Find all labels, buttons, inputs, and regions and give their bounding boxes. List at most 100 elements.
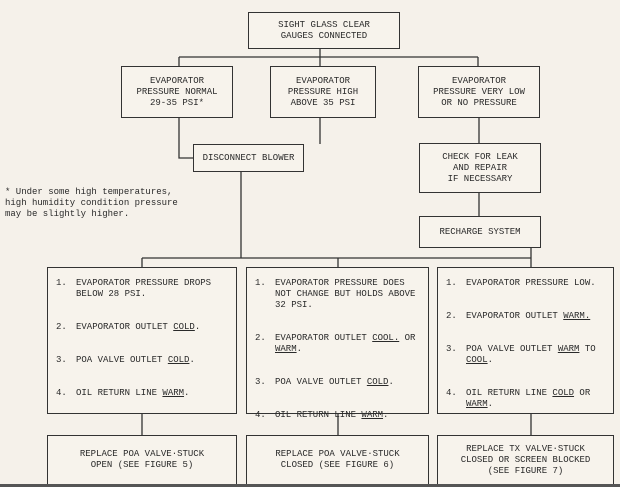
item-text-part: OIL RETURN LINE (76, 388, 163, 398)
item-emphasis: WARM (275, 344, 297, 354)
conditions-box-3: 1. EVAPORATOR PRESSURE LOW. 2. EVAPORATOR O… (437, 267, 614, 414)
item-number: 3. (56, 355, 67, 365)
branch-normal-pressure: EVAPORATOR PRESSURE NORMAL 29-35 PSI* (121, 66, 233, 118)
condition-item: 2. EVAPORATOR OUTLET COLD. (56, 322, 228, 333)
recharge-text: RECHARGE SYSTEM (439, 226, 521, 237)
item-text-part: EVAPORATOR OUTLET (76, 322, 174, 332)
item-text-part: . (296, 344, 303, 354)
item-emphasis: COOL. (372, 333, 400, 343)
check-leak-box: CHECK FOR LEAK AND REPAIR IF NECESSARY (419, 143, 541, 193)
item-text-part: POA VALVE OUTLET (275, 377, 367, 387)
item-number: 3. (446, 344, 457, 354)
disconnect-blower-box: DISCONNECT BLOWER (193, 144, 304, 172)
condition-item: 3. POA VALVE OUTLET WARM TO COOL. (446, 344, 605, 366)
item-text-part: . (487, 399, 494, 409)
item-text: EVAPORATOR OUTLET COLD. (76, 322, 200, 333)
item-number: 2. (446, 311, 457, 321)
condition-item: 1. EVAPORATOR PRESSURE DROPS BELOW 28 PSI… (56, 278, 228, 300)
check-leak-text: AND REPAIR (452, 162, 507, 173)
item-text: EVAPORATOR PRESSURE DROPS BELOW 28 PSI. (76, 278, 228, 300)
result-text: REPLACE POA VALVE·STUCK (275, 449, 400, 459)
item-text: POA VALVE OUTLET COLD. (275, 377, 394, 388)
item-text: EVAPORATOR PRESSURE DOES NOT CHANGE BUT … (275, 278, 420, 311)
item-text: EVAPORATOR OUTLET WARM. (466, 311, 590, 322)
item-number: 1. (56, 278, 67, 288)
item-number: 2. (255, 333, 266, 343)
item-text-part: . (487, 355, 494, 365)
item-text-part: EVAPORATOR PRESSURE LOW. (466, 278, 596, 288)
condition-item: 1. EVAPORATOR PRESSURE LOW. (446, 278, 605, 289)
item-text-part: OR (399, 333, 416, 343)
item-number: 2. (56, 322, 67, 332)
item-number: 4. (255, 410, 266, 420)
condition-item: 3. POA VALVE OUTLET COLD. (255, 377, 420, 388)
item-text-part: OIL RETURN LINE (466, 388, 553, 398)
branch-text: PRESSURE HIGH (287, 86, 359, 97)
start-line1: SIGHT GLASS CLEAR (278, 19, 370, 30)
item-emphasis: COLD (173, 322, 195, 332)
condition-item: 1. EVAPORATOR PRESSURE DOES NOT CHANGE BU… (255, 278, 420, 311)
item-text-part: EVAPORATOR OUTLET (466, 311, 564, 321)
item-text-part: EVAPORATOR PRESSURE DOES NOT CHANGE BUT … (275, 278, 416, 310)
branch-text: EVAPORATOR (295, 75, 350, 86)
item-emphasis: COOL (466, 355, 488, 365)
result-box-1: REPLACE POA VALVE·STUCK OPEN (SEE FIGURE… (47, 435, 237, 485)
item-text: OIL RETURN LINE COLD OR WARM. (466, 388, 605, 410)
branch-low-pressure: EVAPORATOR PRESSURE VERY LOW OR NO PRESS… (418, 66, 540, 118)
result-text: CLOSED (SEE FIGURE 6) (280, 460, 395, 470)
item-text-part: EVAPORATOR PRESSURE DROPS BELOW 28 PSI. (76, 278, 212, 299)
branch-text: EVAPORATOR (451, 75, 506, 86)
item-number: 3. (255, 377, 266, 387)
item-emphasis: COLD (167, 355, 190, 365)
condition-item: 3. POA VALVE OUTLET COLD. (56, 355, 228, 366)
branch-text: EVAPORATOR (149, 75, 204, 86)
item-number: 1. (255, 278, 266, 288)
result-box-3: REPLACE TX VALVE·STUCK CLOSED OR SCREEN … (437, 435, 614, 485)
branch-high-pressure: EVAPORATOR PRESSURE HIGH ABOVE 35 PSI (270, 66, 376, 118)
item-text: POA VALVE OUTLET WARM TO COOL. (466, 344, 605, 366)
item-emphasis: WARM (557, 344, 580, 354)
conditions-box-2: 1. EVAPORATOR PRESSURE DOES NOT CHANGE BU… (246, 267, 429, 420)
branch-text: OR NO PRESSURE (441, 97, 517, 108)
item-text-part: . (388, 377, 394, 387)
item-text-part: . (184, 388, 190, 398)
item-number: 1. (446, 278, 457, 288)
conditions-box-1: 1. EVAPORATOR PRESSURE DROPS BELOW 28 PSI… (47, 267, 237, 414)
start-box: SIGHT GLASS CLEAR GAUGES CONNECTED (248, 12, 400, 49)
item-emphasis: COLD (366, 377, 389, 387)
result-text: CLOSED OR SCREEN BLOCKED (460, 454, 591, 465)
item-text-part: POA VALVE OUTLET (76, 355, 168, 365)
disconnect-text: DISCONNECT BLOWER (202, 152, 295, 163)
condition-item: 2. EVAPORATOR OUTLET COOL. OR WARM. (255, 333, 420, 355)
item-text-part: OIL RETURN LINE (275, 410, 362, 420)
condition-item: 2. EVAPORATOR OUTLET WARM. (446, 311, 605, 322)
item-emphasis: WARM (162, 388, 185, 398)
item-emphasis: WARM (466, 399, 488, 409)
branch-text: PRESSURE VERY LOW (433, 86, 525, 97)
check-leak-text: IF NECESSARY (447, 173, 513, 184)
item-text: EVAPORATOR OUTLET COOL. OR WARM. (275, 333, 420, 355)
item-emphasis: WARM (361, 410, 384, 420)
item-text-part: . (194, 322, 201, 332)
item-text: POA VALVE OUTLET COLD. (76, 355, 195, 366)
item-text-part: TO (579, 344, 596, 354)
result-text: OPEN (SEE FIGURE 5) (90, 460, 194, 470)
branch-text: PRESSURE NORMAL (136, 86, 218, 97)
condition-item: 4. OIL RETURN LINE COLD OR WARM. (446, 388, 605, 410)
item-number: 4. (446, 388, 457, 398)
result-text: REPLACE POA VALVE·STUCK (79, 449, 205, 459)
item-text: OIL RETURN LINE WARM. (275, 410, 388, 421)
item-emphasis: WARM. (563, 311, 591, 321)
branch-text: ABOVE 35 PSI (290, 97, 356, 108)
footnote: * Under some high temperatures, high hum… (5, 187, 178, 219)
scan-edge (0, 484, 620, 487)
start-line2: GAUGES CONNECTED (280, 30, 368, 41)
result-text: (SEE FIGURE 7) (487, 465, 564, 476)
check-leak-text: CHECK FOR LEAK (442, 151, 518, 162)
item-text-part: OR (574, 388, 591, 398)
result-text: REPLACE TX VALVE·STUCK (466, 443, 585, 454)
item-text-part: . (383, 410, 389, 420)
item-text: OIL RETURN LINE WARM. (76, 388, 189, 399)
condition-item: 4.OIL RETURN LINE WARM. (56, 388, 228, 399)
